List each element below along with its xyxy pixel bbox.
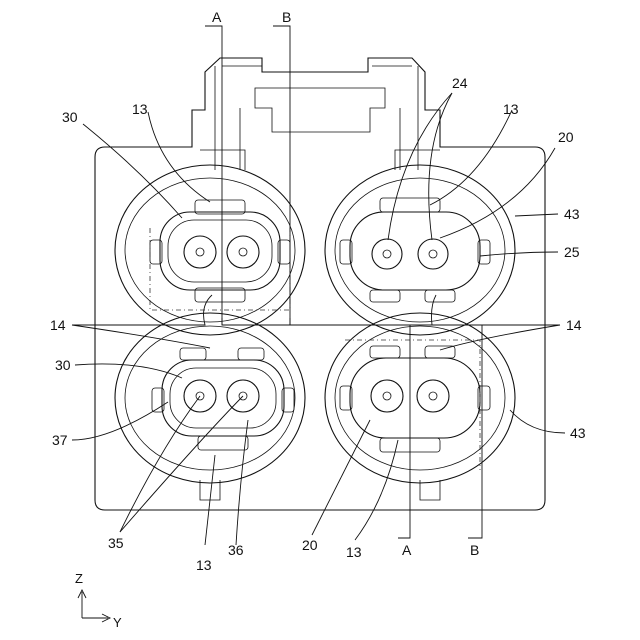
ref-13-top-right: 13: [503, 101, 519, 117]
housing-outline: [95, 58, 545, 510]
ref-25: 25: [564, 244, 580, 260]
hidden-lines: [150, 228, 480, 470]
ref-14-left: 14: [50, 317, 66, 333]
axis-y-label: Y: [113, 615, 122, 630]
connector-bottom-right: [340, 346, 490, 452]
connector-top-left: [150, 200, 290, 302]
leader-lines: [72, 93, 565, 545]
ref-13-top-left: 13: [132, 101, 148, 117]
section-a-bottom-label: A: [402, 542, 412, 558]
axis-indicator: Z Y: [75, 571, 122, 630]
ref-30-bottom: 30: [55, 357, 71, 373]
section-b-top-label: B: [282, 9, 291, 25]
ref-14-right: 14: [566, 317, 582, 333]
ref-36: 36: [228, 542, 244, 558]
reference-labels: A B A B 30 13 24 13 20 43 25 14 14 30 37…: [50, 9, 586, 573]
ref-43-right-upper: 43: [564, 206, 580, 222]
ref-43-right-lower: 43: [570, 425, 586, 441]
section-b-bottom-label: B: [470, 542, 479, 558]
section-a-top-label: A: [212, 9, 222, 25]
ref-20-bottom: 20: [302, 537, 318, 553]
ref-35: 35: [108, 535, 124, 551]
ref-13-bottom-right: 13: [346, 544, 362, 560]
ref-20-top-right: 20: [558, 129, 574, 145]
ref-13-bottom-left: 13: [196, 557, 212, 573]
ref-30-top: 30: [62, 109, 78, 125]
ref-24: 24: [452, 75, 468, 91]
connector-top-right: [340, 198, 490, 302]
axis-z-label: Z: [75, 571, 83, 586]
ref-37: 37: [52, 432, 68, 448]
